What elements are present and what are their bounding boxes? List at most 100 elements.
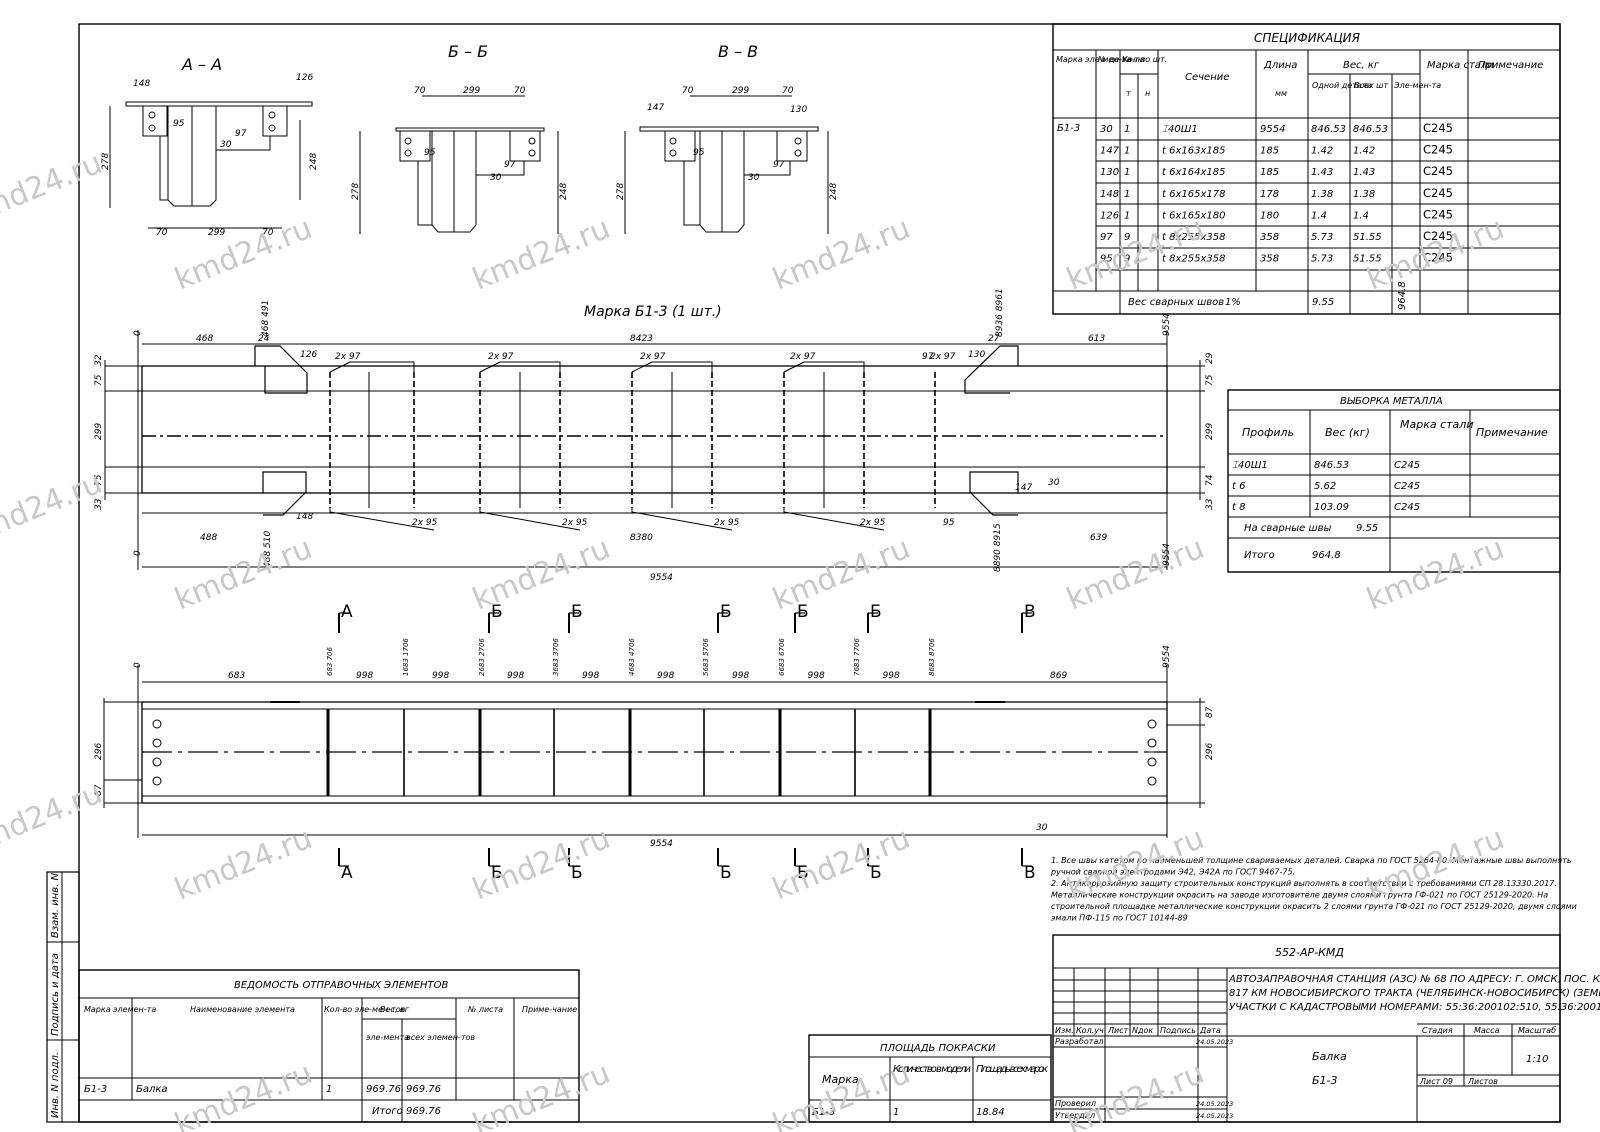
metal-h-profile: Профиль [1242,426,1294,439]
main-title: Марка Б1-3 (1 шт.) [584,304,722,320]
stamp-col-4: Nдок [1132,1026,1153,1035]
spec-row-t: 9 [1124,254,1130,265]
spec-h-section: Сечение [1185,72,1229,83]
spec-row-length: 185 [1260,167,1279,178]
vedom-h-elem: эле-мента [366,1033,409,1042]
spec-row-no: 130 [1100,167,1119,178]
cut-label: А [341,602,353,622]
stamp-name-2: Б1-3 [1312,1074,1338,1087]
spec-row-length: 178 [1260,189,1279,200]
metal-h-weight: Вес (кг) [1325,426,1370,439]
cut-label: Б [870,863,882,883]
stamp-stage: Стадия [1422,1026,1453,1035]
vedom-h-weight: Вес, кг [380,1005,410,1014]
rib-label-bot: 95 [943,518,955,528]
metal-row-steel: С245 [1394,460,1420,471]
spec-h-mark: Марка эле-мен-та [1056,55,1131,64]
watermark-text: kmd24.ru [170,1056,317,1132]
vedom-name: Балка [136,1084,168,1095]
cut-label: Б [491,863,503,883]
plan-tick-label: 2683 2706 [478,638,486,676]
spec-row-all: 846.53 [1353,124,1388,135]
spec-row-steel: С245 [1423,164,1453,178]
vedom-w1: 969.76 [366,1084,401,1095]
aa-dim-299: 299 [208,228,225,238]
rib-label-bot: 2x 95 [562,518,588,528]
cut-label: А [341,863,353,883]
bb-dim-248: 248 [559,183,569,200]
spec-row-length: 180 [1260,210,1279,221]
spec-row-steel: С245 [1423,229,1453,243]
dim-sider-33: 33 [1205,498,1215,510]
paint-h-qty: Количество в модели [893,1064,972,1075]
spec-row-steel: С245 [1423,207,1453,221]
watermark-text: kmd24.ru [768,211,915,298]
stamp-col-3: Лист [1107,1026,1129,1035]
spec-row-steel: С245 [1423,121,1453,135]
spec-weld-val: 9.55 [1312,297,1334,308]
spec-row-section: t 6x165x180 [1162,210,1225,221]
aa-dim-278: 278 [101,153,111,170]
paint-qty: 1 [893,1107,899,1118]
vedom-qty: 1 [326,1084,332,1095]
stamp-col-6: Дата [1199,1026,1221,1035]
vv-dim-95: 95 [693,148,705,158]
label-126: 126 [300,350,317,360]
dim-top-468: 468 [196,334,213,344]
spec-row-section: t 6x163x185 [1162,146,1225,157]
stamp-check: Проверил [1055,1099,1096,1108]
cut-label: Б [571,863,583,883]
vv-dim-130: 130 [790,105,807,115]
spec-row-no: 30 [1100,124,1113,135]
rib-leader-top [783,361,865,374]
watermark-text: kmd24.ru [768,531,915,618]
spec-h-qty: Кол-во шт. [1122,55,1167,64]
rib-leader-bot [631,508,733,531]
cut-label: Б [797,863,809,883]
metal-table [1227,389,1561,573]
dim-side-75b: 75 [94,474,104,486]
stamp-date-2: 24.05.2023 [1196,1100,1233,1108]
plan-tick-label: 4683 4706 [628,638,636,676]
spec-row-all: 1.43 [1353,167,1375,178]
dim-sider-299: 299 [1205,423,1215,440]
stamp-date-1: 24.05.2023 [1196,1038,1233,1046]
stamp-dev: Разработал [1055,1037,1103,1046]
note-line: эмали ПФ-115 по ГОСТ 10144-89 [1051,914,1188,923]
stamp-mass: Масса [1474,1026,1500,1035]
spec-row-t: 1 [1124,124,1130,135]
plan-dim-296: 296 [94,743,104,760]
plan-dim-87: 87 [94,784,104,796]
aa-dim-148: 148 [133,79,150,89]
note-line: 1. Все швы катетом по наименьшей толщине… [1051,856,1572,865]
metal-row-steel: С245 [1394,481,1420,492]
metal-row-profile: ⌶40Ш1 [1232,460,1268,471]
plan-dim-gap: 998 [432,671,449,681]
cut-label: Б [720,602,732,622]
vv-dim-248: 248 [829,183,839,200]
watermark-text: kmd24.ru [1362,211,1509,298]
spec-h-length: Длина [1263,60,1297,71]
spec-h-mm: мм [1275,89,1287,98]
bb-dim-70b: 70 [514,86,526,96]
spec-row-t: 1 [1124,167,1130,178]
plan-dim-87r: 87 [1205,706,1215,718]
spec-row-no: 126 [1100,210,1119,221]
rib-label-top: 97 [922,352,934,362]
vedom-h-name: Наименование элемента [190,1005,295,1014]
metal-weld-val: 9.55 [1356,523,1378,534]
watermark-text: kmd24.ru [768,1056,915,1132]
paint-table [808,1034,1052,1123]
strip-label-2: Подпись и дата [50,953,61,1036]
spec-row-section: t 6x165x178 [1162,189,1225,200]
dim-tick-bot: 488 510 [263,531,273,568]
strip-label-1: Взам. инв. N [50,873,61,938]
dim-top-8423: 8423 [630,334,653,344]
aa-dim-70b: 70 [262,228,274,238]
vedom-mark: Б1-3 [84,1084,107,1095]
watermark-text: kmd24.ru [1362,531,1509,618]
metal-row-profile: t 6 [1232,481,1245,492]
stamp-scale-val: 1:10 [1526,1054,1548,1065]
plan-dim-gap: 998 [732,671,749,681]
bb-dim-97: 97 [504,160,516,170]
